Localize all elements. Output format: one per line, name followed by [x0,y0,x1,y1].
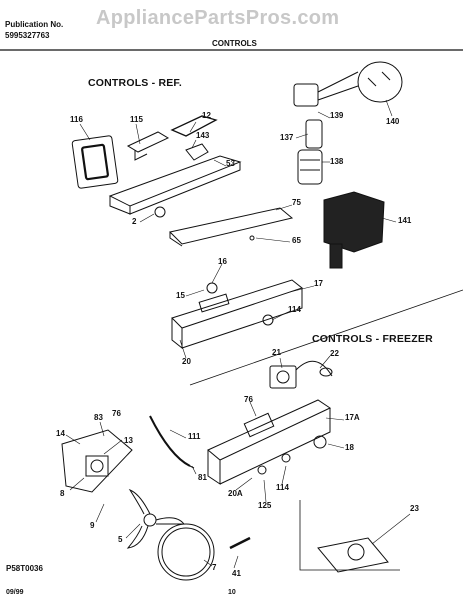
footer-page-number: 10 [228,589,236,596]
section-ref-title: CONTROLS - REF. [88,77,182,89]
callout-18: 18 [345,443,354,452]
callout-2: 2 [132,217,137,226]
section-freezer-title: CONTROLS - FREEZER [312,333,433,345]
callout-114-ref: 114 [288,305,301,314]
publication-label: Publication No. [5,20,64,29]
callout-83: 83 [94,413,103,422]
callout-16: 16 [218,257,227,266]
part-17A-panel [207,399,332,485]
part-141-damper [323,191,385,269]
part-21-thermostat [269,360,333,389]
part-41-screw [229,536,251,550]
part-111-harness [149,415,195,469]
callout-12: 12 [202,111,211,120]
callout-65: 65 [292,236,301,245]
part-53-housing [108,155,242,218]
callout-8: 8 [60,489,65,498]
callout-20: 20 [182,357,191,366]
callout-137: 137 [280,133,294,142]
callout-23: 23 [410,504,419,513]
section-title: CONTROLS [212,39,257,48]
callout-9: 9 [90,521,95,530]
callout-143: 143 [196,131,210,140]
callout-116: 116 [70,115,83,124]
callout-15: 15 [176,291,185,300]
part-14-fan-bracket [61,429,133,493]
callout-13: 13 [124,436,133,445]
callout-141: 141 [398,216,412,225]
callout-17: 17 [314,279,323,288]
callout-115: 115 [130,115,143,124]
callout-20A: 20A [228,489,243,498]
callout-21: 21 [272,348,281,357]
part-7-shroud [157,523,215,581]
callout-138: 138 [330,157,344,166]
callout-114-freezer: 114 [276,483,289,492]
part-17-panel [171,279,304,350]
publication-number: 5995327763 [5,31,50,40]
callout-5: 5 [118,535,123,544]
part-75-plate [168,207,294,247]
part-5-fan-blade [126,488,186,549]
callout-76-fan: 76 [112,409,121,418]
part-116-gasket [71,135,119,189]
part-23-light-socket [299,500,400,573]
callout-17A: 17A [345,413,360,422]
callout-76-freezer: 76 [244,395,253,404]
callout-14: 14 [56,429,65,438]
callout-22: 22 [330,349,339,358]
part-139-valve [293,61,403,185]
footer-code: P58T0036 [6,564,43,573]
callout-81: 81 [198,473,207,482]
callout-41: 41 [232,569,241,578]
callout-53: 53 [226,159,235,168]
callout-75: 75 [292,198,301,207]
callout-140: 140 [386,117,400,126]
footer-date: 09/99 [6,589,24,596]
callout-111: 111 [188,432,201,441]
callout-139: 139 [330,111,344,120]
part-115-switch [126,115,218,161]
watermark: AppliancePartsPros.com [96,7,340,29]
callout-125: 125 [258,501,272,510]
callout-7: 7 [212,563,217,572]
